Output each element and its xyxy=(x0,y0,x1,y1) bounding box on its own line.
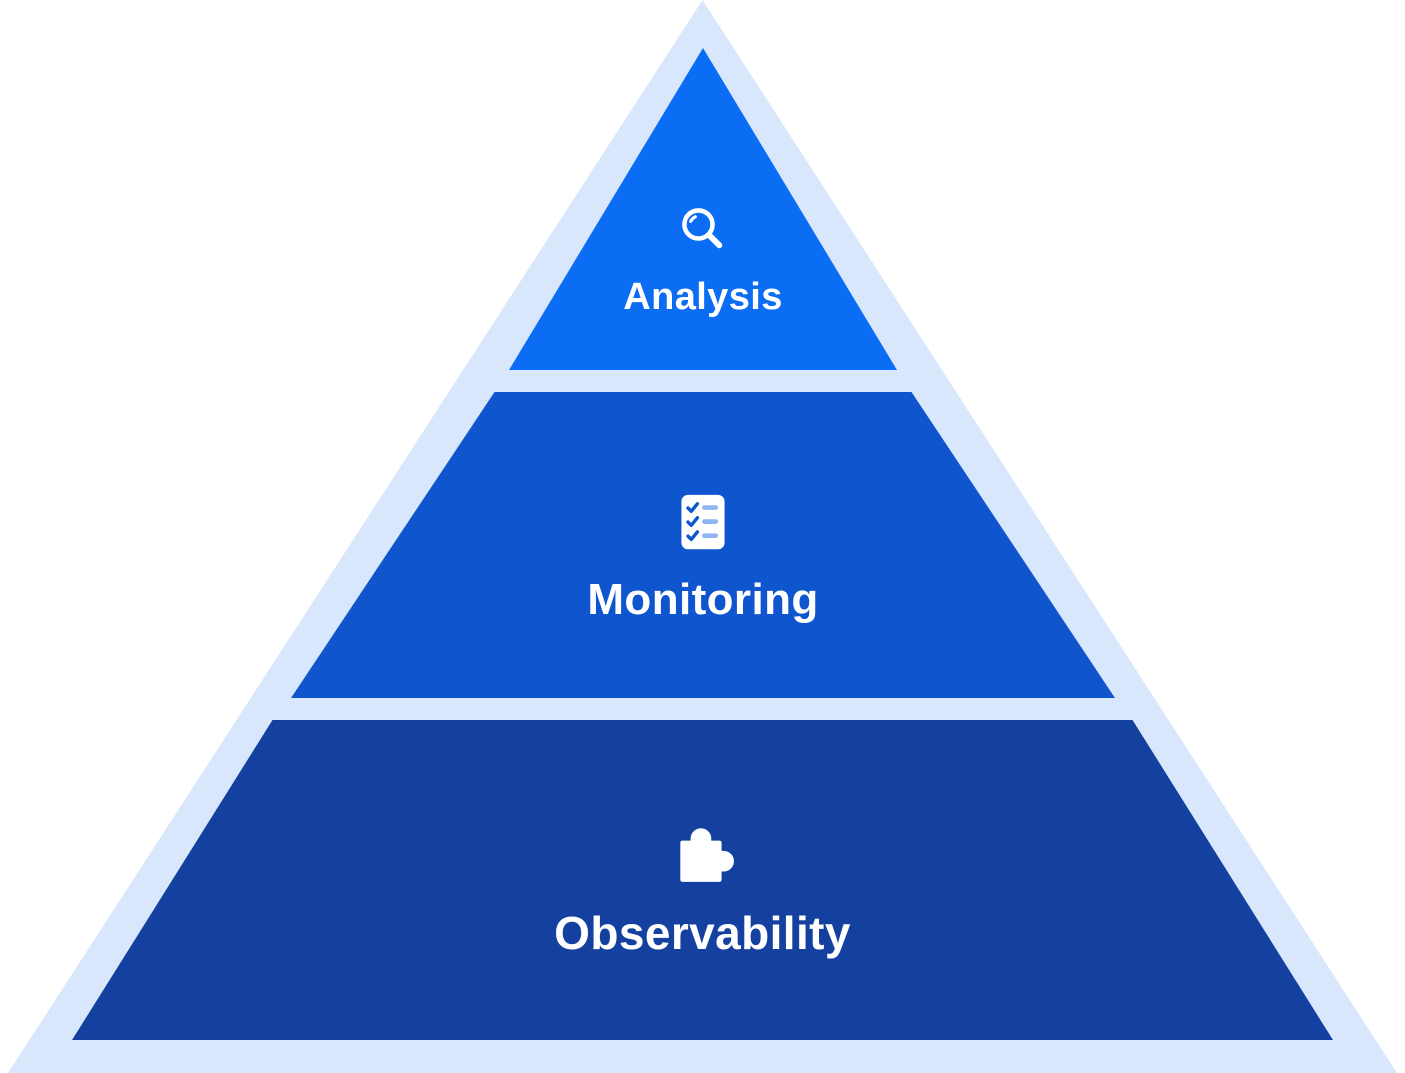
tier-label: Observability xyxy=(554,907,851,959)
tier-label: Monitoring xyxy=(587,575,819,624)
tier-observability: Observability xyxy=(72,720,1333,1040)
tier-monitoring: Monitoring xyxy=(291,392,1115,698)
tier-analysis: Analysis xyxy=(509,48,897,370)
search-icon xyxy=(674,200,732,258)
checklist-icon xyxy=(673,492,733,554)
puzzle-icon xyxy=(670,822,736,888)
tier-label: Analysis xyxy=(623,276,783,318)
